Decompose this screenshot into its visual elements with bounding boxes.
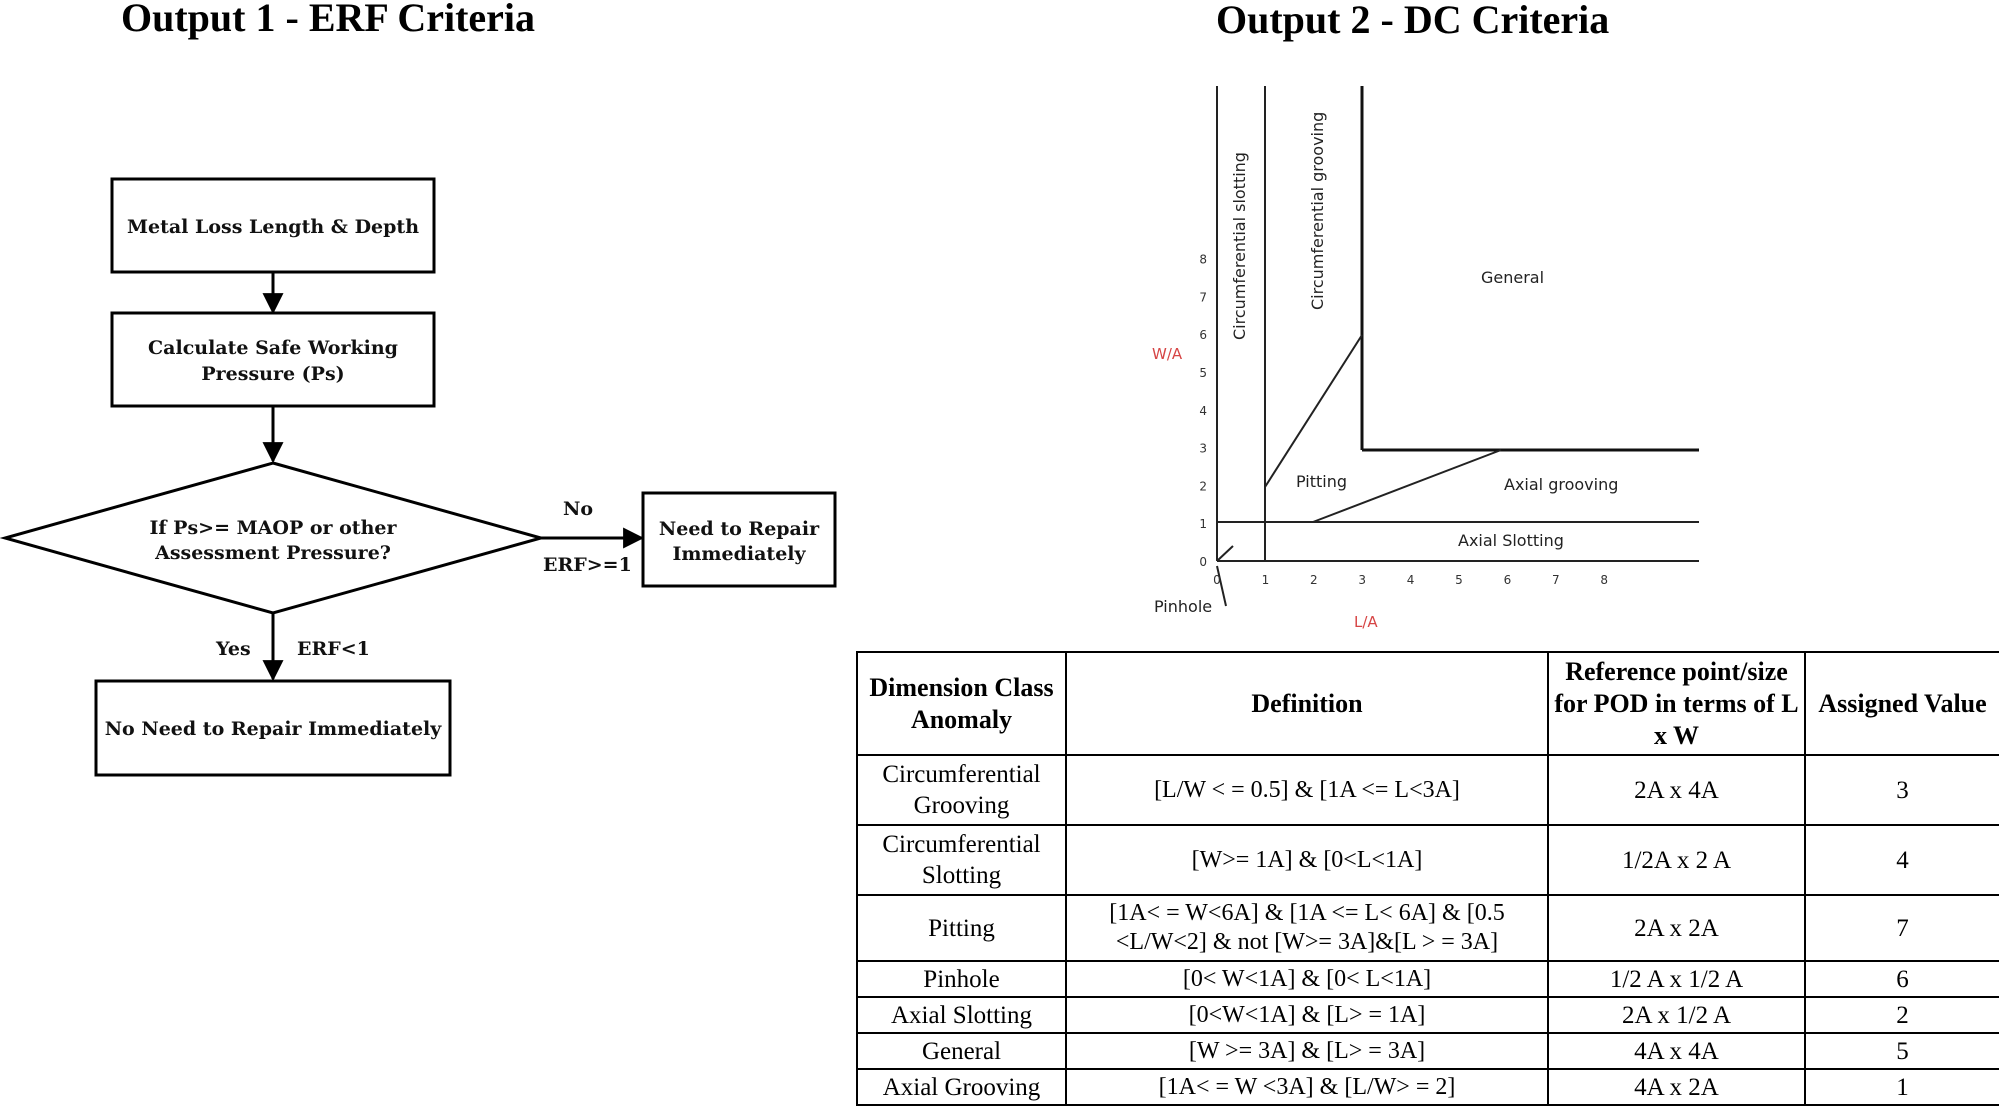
cell-definition: [L/W < = 0.5] & [1A <= L<3A] bbox=[1065, 754, 1549, 826]
table-row: Circumferential Grooving [L/W < = 0.5] &… bbox=[856, 754, 1999, 826]
box-calc-safe-pressure bbox=[110, 311, 436, 408]
cell-anomaly: General bbox=[856, 1032, 1067, 1070]
dc-general-boundary bbox=[1360, 86, 1699, 452]
cell-value: 5 bbox=[1804, 1032, 1999, 1070]
erf-flowchart: Metal Loss Length & Depth Calculate Safe… bbox=[0, 177, 837, 777]
pinhole-pointer bbox=[1216, 565, 1227, 607]
box-need-repair-line1: Need to Repair bbox=[659, 518, 820, 540]
box-need-repair bbox=[641, 491, 837, 588]
y-tick-label: 4 bbox=[1199, 404, 1207, 418]
header-dimension-class: Dimension Class Anomaly bbox=[856, 651, 1067, 756]
cell-reference: 4A x 2A bbox=[1547, 1068, 1806, 1106]
decision-line1: If Ps>= MAOP or other bbox=[150, 517, 398, 539]
y-tick-label: 7 bbox=[1199, 290, 1207, 304]
cell-reference: 2A x 1/2 A bbox=[1547, 996, 1806, 1034]
cell-anomaly: Circumferential Slotting bbox=[856, 824, 1067, 896]
header-reference-point: Reference point/size for POD in terms of… bbox=[1547, 651, 1806, 756]
header-assigned-value: Assigned Value bbox=[1804, 651, 1999, 756]
cell-definition: [1A< = W <3A] & [L/W> = 2] bbox=[1065, 1068, 1549, 1106]
x-tick-label: 2 bbox=[1310, 573, 1318, 587]
y-tick-label: 5 bbox=[1199, 366, 1207, 380]
output1-title: Output 1 - ERF Criteria bbox=[121, 0, 536, 40]
cell-anomaly: Circumferential Grooving bbox=[856, 754, 1067, 826]
box-need-repair-line2: Immediately bbox=[672, 543, 806, 565]
dc-chart: 0 1 2 3 4 5 6 7 8 0 1 2 3 4 5 6 7 8 Circumferential slott… bbox=[1152, 86, 1699, 631]
dc-frame bbox=[1216, 86, 1699, 562]
cell-definition: [0< W<1A] & [0< L<1A] bbox=[1065, 960, 1549, 998]
table-row: Pinhole [0< W<1A] & [0< L<1A] 1/2 A x 1/… bbox=[856, 960, 1999, 998]
table-row: Circumferential Slotting [W>= 1A] & [0<L… bbox=[856, 824, 1999, 896]
x-tick-label: 3 bbox=[1358, 573, 1366, 587]
cell-definition: [W >= 3A] & [L> = 3A] bbox=[1065, 1032, 1549, 1070]
box-calc-line1: Calculate Safe Working bbox=[148, 337, 398, 359]
region-axial-grooving: Axial grooving bbox=[1504, 475, 1618, 494]
cell-reference: 4A x 4A bbox=[1547, 1032, 1806, 1070]
cell-anomaly: Axial Slotting bbox=[856, 996, 1067, 1034]
x-tick-label: 5 bbox=[1455, 573, 1463, 587]
cell-value: 7 bbox=[1804, 894, 1999, 962]
label-no: No bbox=[563, 498, 593, 520]
cell-value: 2 bbox=[1804, 996, 1999, 1034]
cell-value: 4 bbox=[1804, 824, 1999, 896]
x-tick-label: 7 bbox=[1552, 573, 1560, 587]
cell-reference: 2A x 2A bbox=[1547, 894, 1806, 962]
y-tick-label: 3 bbox=[1199, 442, 1207, 456]
cell-reference: 2A x 4A bbox=[1547, 754, 1806, 826]
decision-line2: Assessment Pressure? bbox=[154, 542, 391, 564]
table-row: Pitting [1A< = W<6A] & [1A <= L< 6A] & [… bbox=[856, 894, 1999, 962]
label-yes: Yes bbox=[215, 638, 251, 660]
y-axis-label: W/A bbox=[1152, 345, 1183, 363]
cell-anomaly: Pitting bbox=[856, 894, 1067, 962]
pitting-lower-boundary bbox=[1312, 449, 1502, 523]
cell-value: 6 bbox=[1804, 960, 1999, 998]
table-row: General [W >= 3A] & [L> = 3A] 4A x 4A 5 bbox=[856, 1032, 1999, 1070]
box-metal-loss-text: Metal Loss Length & Depth bbox=[127, 216, 419, 238]
region-circumferential-slotting: Circumferential slotting bbox=[1230, 152, 1249, 340]
pitting-upper-boundary bbox=[1264, 334, 1363, 488]
cell-definition: [W>= 1A] & [0<L<1A] bbox=[1065, 824, 1549, 896]
cell-value: 1 bbox=[1804, 1068, 1999, 1106]
cell-anomaly: Axial Grooving bbox=[856, 1068, 1067, 1106]
table-row: Axial Grooving [1A< = W <3A] & [L/W> = 2… bbox=[856, 1068, 1999, 1106]
region-general: General bbox=[1481, 268, 1544, 287]
y-tick-label: 6 bbox=[1199, 328, 1207, 342]
x-axis-label: L/A bbox=[1354, 613, 1378, 631]
header-definition: Definition bbox=[1065, 651, 1549, 756]
box-no-need-repair bbox=[94, 679, 452, 777]
x-tick-label: 0 bbox=[1213, 573, 1221, 587]
region-pinhole: Pinhole bbox=[1154, 597, 1212, 616]
label-erf-ge1: ERF>=1 bbox=[543, 554, 632, 576]
box-no-need-repair-text: No Need to Repair Immediately bbox=[105, 718, 443, 740]
x-tick-label: 4 bbox=[1407, 573, 1415, 587]
x-tick-label: 1 bbox=[1262, 573, 1270, 587]
label-erf-lt1: ERF<1 bbox=[297, 638, 370, 660]
box-metal-loss bbox=[110, 177, 436, 274]
cell-reference: 1/2 A x 1/2 A bbox=[1547, 960, 1806, 998]
dc-ticks: 0 1 2 3 4 5 6 7 8 0 1 2 3 4 5 6 7 8 bbox=[1199, 253, 1608, 587]
cell-anomaly: Pinhole bbox=[856, 960, 1067, 998]
cell-definition: [1A< = W<6A] & [1A <= L< 6A] & [0.5 <L/W… bbox=[1065, 894, 1549, 962]
y-tick-label: 8 bbox=[1199, 253, 1207, 267]
table-row: Axial Slotting [0<W<1A] & [L> = 1A] 2A x… bbox=[856, 996, 1999, 1034]
region-axial-slotting: Axial Slotting bbox=[1458, 531, 1564, 550]
region-pitting: Pitting bbox=[1296, 472, 1347, 491]
y-tick-label: 0 bbox=[1199, 555, 1207, 569]
dc-criteria-table: Dimension Class Anomaly Definition Refer… bbox=[856, 651, 1999, 1106]
cell-reference: 1/2A x 2 A bbox=[1547, 824, 1806, 896]
dc-diagonals bbox=[1216, 334, 1502, 607]
cell-definition: [0<W<1A] & [L> = 1A] bbox=[1065, 996, 1549, 1034]
output2-title: Output 2 - DC Criteria bbox=[1216, 0, 1610, 42]
region-circumferential-grooving: Circumferential grooving bbox=[1308, 112, 1327, 310]
pinhole-diagonal bbox=[1216, 545, 1234, 562]
cell-value: 3 bbox=[1804, 754, 1999, 826]
y-tick-label: 2 bbox=[1199, 479, 1207, 493]
y-tick-label: 1 bbox=[1199, 517, 1207, 531]
table-header-row: Dimension Class Anomaly Definition Refer… bbox=[856, 651, 1999, 756]
x-tick-label: 8 bbox=[1600, 573, 1608, 587]
x-tick-label: 6 bbox=[1504, 573, 1512, 587]
box-calc-line2: Pressure (Ps) bbox=[201, 363, 344, 385]
